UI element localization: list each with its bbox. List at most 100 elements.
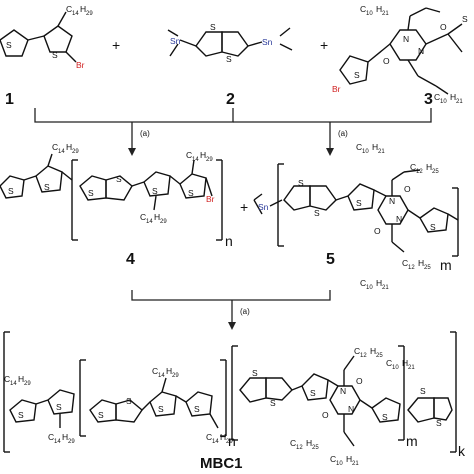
label-c12: C [290,438,296,448]
atom-s: S [252,368,258,378]
atom-o: O [356,376,363,386]
label-c14: C [4,374,10,384]
label-c10-sub: 10 [440,99,447,105]
label-h29-sub: 29 [72,149,79,155]
label-h21-sub: 21 [378,149,385,155]
label-h21: H [376,278,382,288]
condition-label: (a) [338,129,348,138]
plus-sign: + [320,37,328,53]
atom-o: O [404,184,411,194]
label-c10-sub: 10 [366,285,373,291]
label-c10-sub: 10 [366,11,373,17]
label-c10: C [360,4,366,14]
label-h21: H [402,358,408,368]
atom-s: S [98,410,104,420]
atom-s: S [270,398,276,408]
label-c12-sub: 12 [416,169,423,175]
compound-1-structure: S S Br C 14 H 29 [0,4,93,70]
label-c10: C [386,358,392,368]
atom-s: S [158,404,164,414]
reaction-arrows-top: (a) (a) [34,108,432,156]
label-c14-sub: 14 [10,381,17,387]
label-h25-sub: 25 [424,265,431,271]
label-h29: H [66,142,72,152]
product-mbc1-structure: S S S S S S S S S S S S N N O O C 14 H 2… [3,331,466,467]
atom-s: S [18,410,24,420]
atom-n: N [340,386,346,396]
compound-number-4: 4 [126,251,135,268]
atom-o: O [322,410,329,420]
label-c10: C [356,142,362,152]
label-h25: H [306,438,312,448]
atom-o: O [383,56,390,66]
atom-s: S [52,50,58,60]
atom-s: S [430,222,436,232]
atom-n: N [389,196,395,206]
label-c14: C [152,366,158,376]
label-c12: C [354,346,360,356]
compound-2-structure: Sn Sn S S [167,22,293,64]
label-c10-sub: 10 [362,149,369,155]
atom-s: S [88,188,94,198]
label-h29: H [62,432,68,442]
label-h21-sub: 21 [408,365,415,371]
atom-o: O [440,22,447,32]
label-h29-sub: 29 [172,373,179,379]
atom-s: S [152,186,158,196]
label-c12-sub: 12 [360,353,367,359]
compound-5-structure: Sn S S S S N N O O C 10 H 21 C 12 H [253,142,459,291]
atom-s: S [298,178,304,188]
label-c14-sub: 14 [192,157,199,163]
atom-sn: Sn [258,202,269,212]
label-h21-sub: 21 [352,461,359,467]
plus-sign: + [112,37,120,53]
compound-number-5: 5 [326,251,335,268]
label-c10-sub: 10 [336,461,343,467]
label-h21-sub: 21 [456,99,463,105]
repeat-k: k [458,443,466,459]
label-c12: C [402,258,408,268]
atom-n: N [396,214,402,224]
atom-n: N [403,34,409,44]
atom-s: S [462,14,468,24]
atom-s: S [354,70,360,80]
atom-s: S [56,402,62,412]
label-h25-sub: 25 [432,169,439,175]
label-c14: C [52,142,58,152]
atom-s: S [314,208,320,218]
atom-n: N [348,404,354,414]
label-h21: H [450,92,456,102]
compound-number-1: 1 [5,91,14,108]
atom-s: S [8,186,14,196]
label-c14-sub: 14 [146,219,153,225]
label-c12-sub: 12 [296,445,303,451]
label-h29: H [154,212,160,222]
label-c12-sub: 12 [408,265,415,271]
atom-s: S [188,188,194,198]
label-c14: C [206,432,212,442]
label-h29-sub: 29 [160,219,167,225]
label-c14-sub: 14 [212,439,219,445]
compound-number-2: 2 [226,91,235,108]
reaction-arrow-bottom: (a) [131,290,331,330]
label-h29-sub: 29 [24,381,31,387]
label-h25: H [370,346,376,356]
atom-s: S [126,396,132,406]
compound-number-3: 3 [424,91,433,108]
label-c14-sub: 14 [58,149,65,155]
atom-br: Br [332,84,341,94]
label-h25: H [426,162,432,172]
label-h25-sub: 25 [312,445,319,451]
atom-s: S [356,198,362,208]
label-c14: C [48,432,54,442]
label-h29-sub: 29 [68,439,75,445]
label-h29: H [80,4,86,14]
label-h29: H [166,366,172,376]
atom-s: S [116,174,122,184]
label-c14: C [66,4,72,14]
label-c10: C [360,278,366,288]
atom-s: S [194,404,200,414]
atom-o: O [374,226,381,236]
condition-label: (a) [240,307,250,316]
